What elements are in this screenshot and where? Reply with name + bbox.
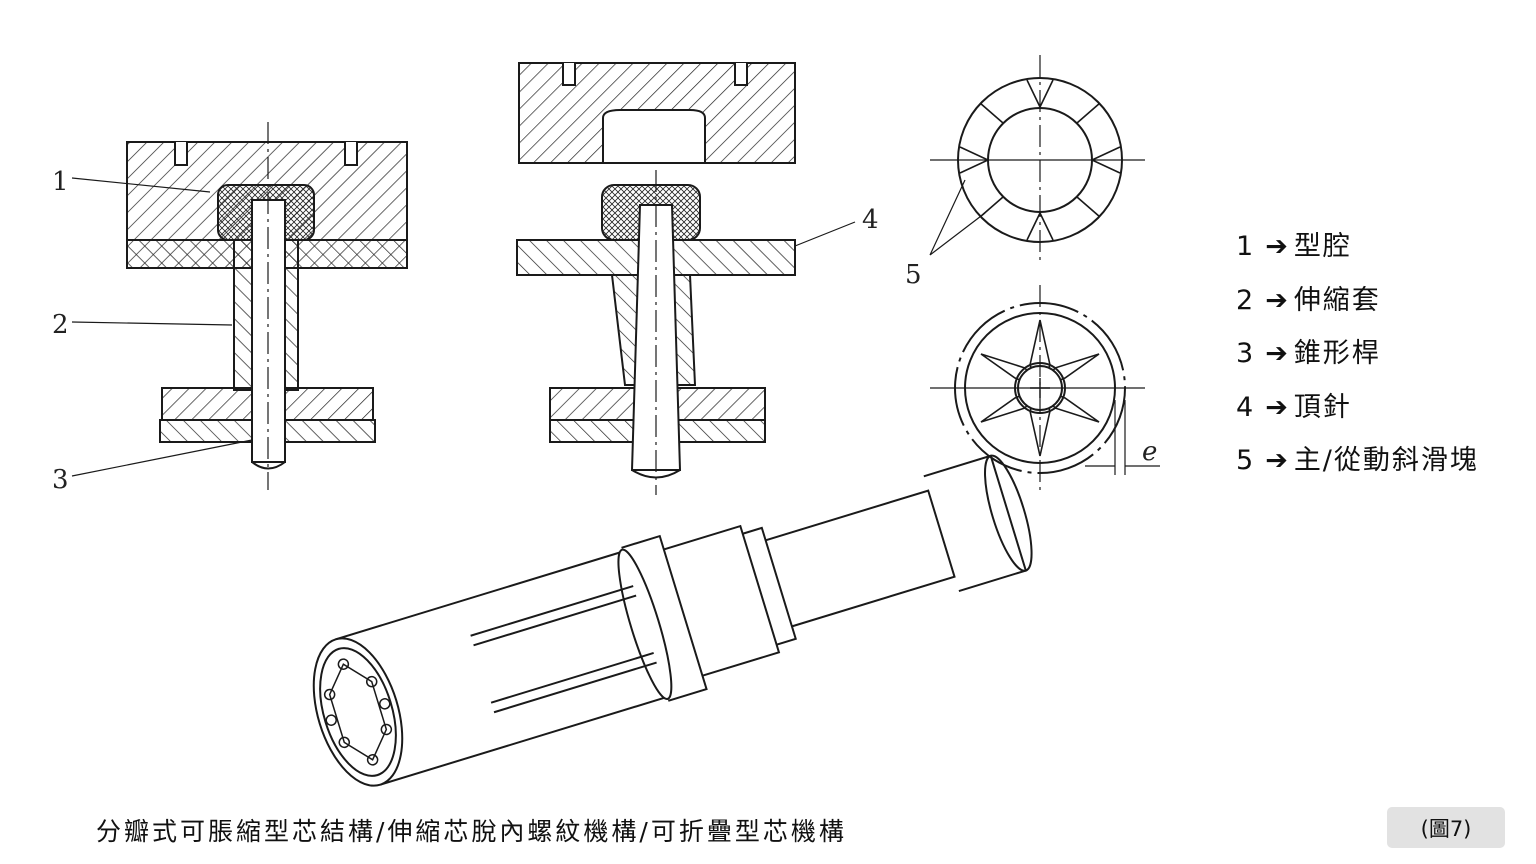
- figure-number-badge: (圖7): [1387, 807, 1505, 848]
- legend-item: 4 ➔頂針: [1236, 381, 1479, 435]
- legend-number: 4: [1236, 391, 1256, 423]
- arrow-right-icon: ➔: [1265, 391, 1290, 423]
- legend-item: 2 ➔伸縮套: [1236, 274, 1479, 328]
- legend-number: 5: [1236, 445, 1256, 476]
- part-label-4: 4: [862, 205, 879, 235]
- parts-legend: 1➔型腔 2➔伸縮套 3➔錐形桿 4➔頂針 5➔主/從動斜滑塊: [1236, 220, 1479, 488]
- left-assembly: [71, 122, 408, 490]
- legend-number: 1: [1236, 231, 1256, 262]
- legend-text: 型腔: [1293, 231, 1352, 262]
- arrow-right-icon: ➔: [1265, 231, 1290, 262]
- legend-text: 錐形桿: [1293, 338, 1381, 369]
- legend-text: 主/從動斜滑塊: [1293, 445, 1479, 476]
- slider-expanded-view: [929, 55, 1145, 265]
- part-label-3: 3: [52, 465, 69, 495]
- legend-number: 2: [1236, 284, 1256, 316]
- legend-text: 伸縮套: [1293, 284, 1381, 316]
- arrow-right-icon: ➔: [1265, 284, 1290, 316]
- part-label-5: 5: [905, 260, 922, 290]
- arrow-right-icon: ➔: [1265, 338, 1290, 369]
- slider-collapsed-view: [930, 285, 1160, 490]
- legend-item: 1 ➔型腔: [1236, 220, 1479, 274]
- collapsible-core-3d: [312, 454, 1033, 787]
- arrow-right-icon: ➔: [1265, 445, 1290, 476]
- middle-assembly: [516, 62, 856, 495]
- legend-number: 3: [1236, 338, 1256, 369]
- legend-item: 5 ➔主/從動斜滑塊: [1236, 434, 1479, 488]
- dimension-label-e: e: [1142, 437, 1157, 467]
- legend-item: 3 ➔錐形桿: [1236, 327, 1479, 381]
- figure-caption: 分瓣式可脹縮型芯結構/伸縮芯脫內螺紋機構/可折疊型芯機構: [96, 817, 847, 846]
- part-label-2: 2: [52, 310, 69, 340]
- part-label-1: 1: [52, 167, 69, 197]
- legend-text: 頂針: [1293, 391, 1352, 423]
